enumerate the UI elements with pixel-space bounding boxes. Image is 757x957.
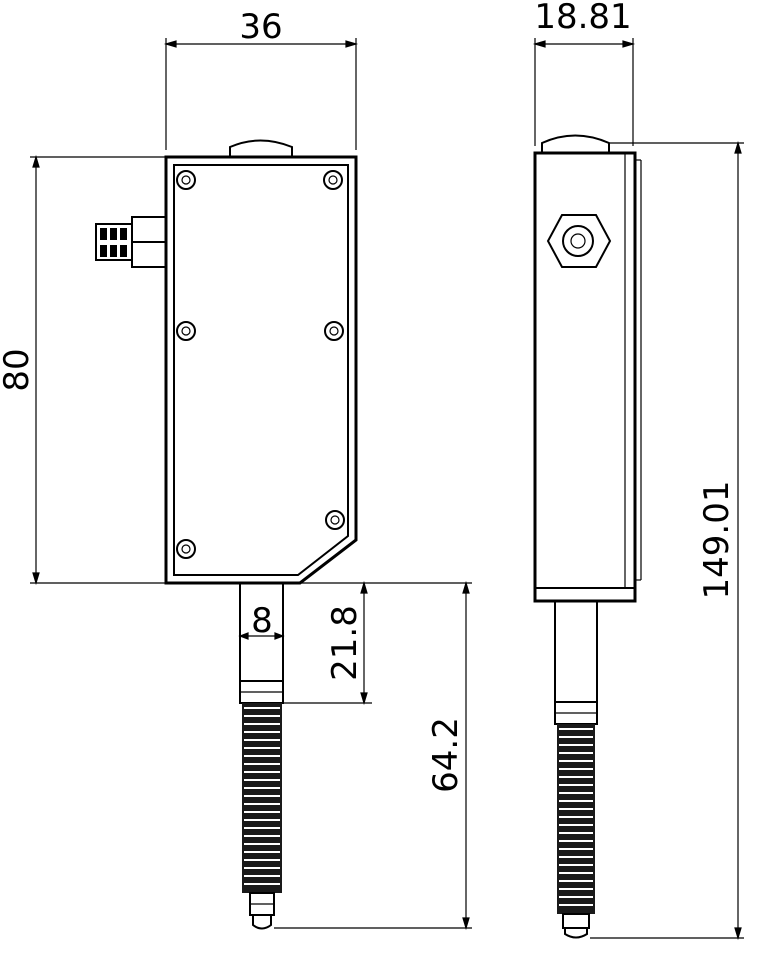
front-probe-tip [249,892,275,930]
side-view [533,134,642,939]
screw-bottom-right [325,510,345,530]
screw-top-left [176,170,196,190]
front-view [95,139,358,930]
dim-total-length: 149.01 [697,481,737,600]
screw-mid-right [324,321,344,341]
dim-probe-length: 64.2 [426,717,466,793]
side-hex-nut [546,214,612,268]
dim-rod-diameter: 8 [251,601,273,641]
front-bellows [242,703,282,893]
front-body-inner [173,164,349,576]
dim-rod-length: 21.8 [325,605,365,681]
dim-side-width: 18.81 [534,0,631,37]
screw-mid-left [176,321,196,341]
front-top-cap [229,139,293,157]
front-body-outer [164,155,358,585]
dim-front-height: 80 [0,348,37,391]
dimension-lines [30,38,744,941]
dim-front-width: 36 [239,7,282,47]
side-top-cap [541,134,610,153]
side-bellows [557,724,595,914]
screw-bottom-left [176,539,196,559]
side-rod [554,600,598,703]
side-connector [95,216,167,268]
side-probe-tip [562,913,590,939]
screw-top-right [323,170,343,190]
side-body-outer [533,151,637,603]
